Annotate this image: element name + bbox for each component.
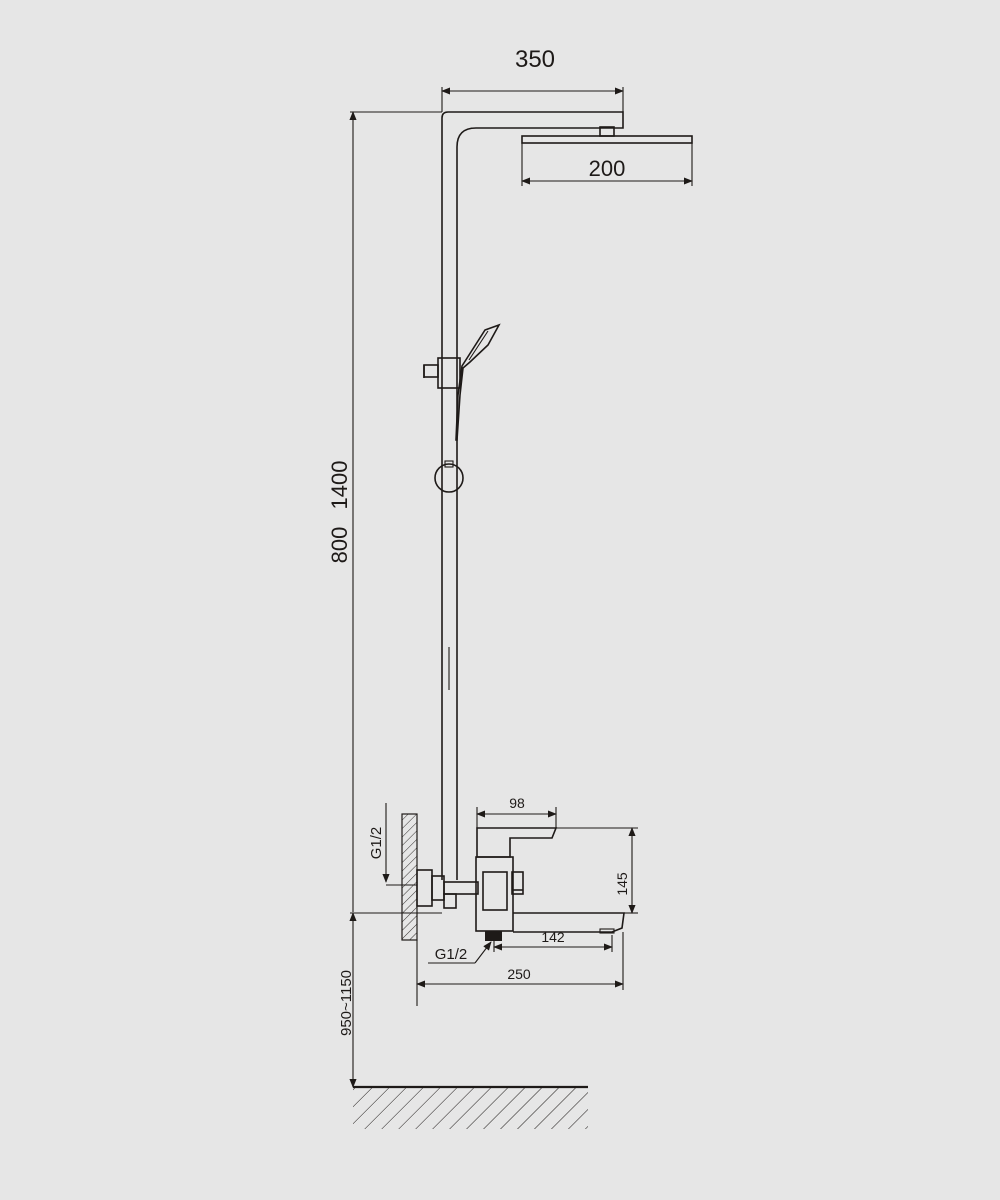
spout (513, 912, 625, 934)
dim-mixer-body-width: 98 (476, 795, 557, 828)
dim-label-98: 98 (509, 795, 525, 811)
dim-mixer-height-range: 950~1150 (338, 912, 442, 1088)
callout-inlet-thread-top: G1/2 (368, 803, 417, 886)
dim-label-1400: 1400 (327, 461, 352, 510)
hand-shower-holder (423, 357, 461, 389)
dim-label-800: 800 (327, 527, 352, 564)
wall-plate (401, 813, 418, 941)
shower-riser (441, 111, 693, 880)
slider-knob (434, 460, 464, 493)
dim-head-width: 200 (521, 143, 693, 186)
dim-spout-length: 142 (493, 929, 613, 952)
bottom-outlet (485, 931, 502, 941)
floor (353, 1085, 588, 1129)
hand-shower (455, 323, 501, 441)
dim-label-g12-top: G1/2 (368, 827, 385, 860)
mixer-connector (416, 869, 479, 909)
dim-label-200: 200 (589, 156, 626, 181)
callout-inlet-thread-bottom: G1/2 (428, 941, 492, 964)
dim-label-g12-bottom: G1/2 (435, 946, 468, 963)
dim-label-250: 250 (507, 966, 531, 982)
dim-total-height: 1400 800 (327, 111, 442, 912)
dim-label-145: 145 (614, 872, 630, 896)
dim-mixer-projection: 250 (416, 932, 624, 1006)
rain-shower-head (521, 135, 693, 144)
mixer-body (475, 827, 558, 932)
dim-label-950-1150: 950~1150 (338, 970, 355, 1036)
dim-label-142: 142 (541, 929, 565, 945)
dim-mixer-height: 145 (556, 827, 638, 914)
dim-label-350: 350 (515, 46, 555, 73)
dim-arm-projection: 350 (441, 46, 624, 112)
